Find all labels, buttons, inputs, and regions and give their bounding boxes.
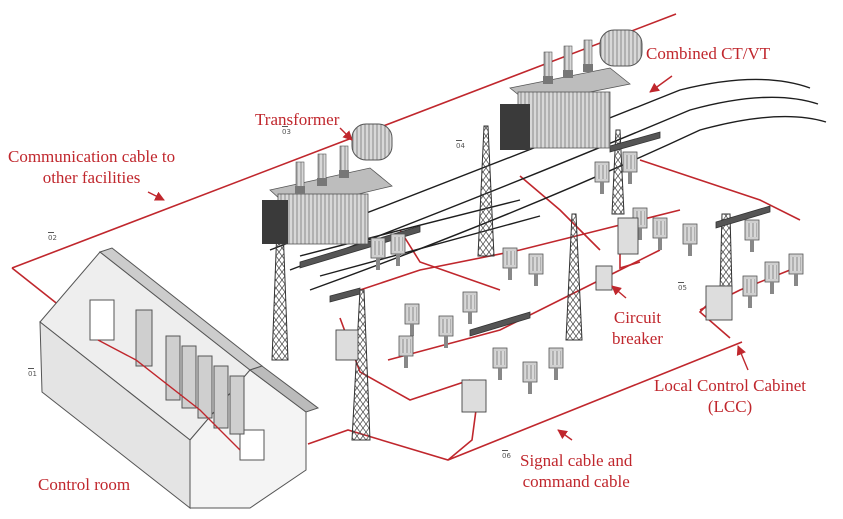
marker-05: 05 <box>678 284 687 292</box>
circuit-breaker-line-2: breaker <box>612 329 663 348</box>
lcc-cabinets <box>335 217 733 413</box>
switchgear-equipment <box>370 151 804 395</box>
marker-03: 03 <box>282 128 291 136</box>
lattice-towers <box>271 125 733 441</box>
marker-02: 02 <box>48 234 57 242</box>
transformer-unit-1 <box>262 123 393 245</box>
communication-cable-line-1: Communication cable to <box>8 147 176 166</box>
lcc-line-1: Local Control Cabinet <box>654 376 807 395</box>
circuit-breaker-line-1: Circuit <box>613 308 662 327</box>
circuit-breaker-label: Circuit breaker <box>612 307 663 349</box>
lcc-label: Local Control Cabinet (LCC) <box>654 375 806 417</box>
transformer-label: Transformer <box>255 110 340 129</box>
control-room-label: Control room <box>38 475 131 494</box>
signal-cable-line-2: command cable <box>522 472 630 491</box>
transformer-unit-2 <box>500 29 643 150</box>
lcc-line-2: (LCC) <box>707 397 753 416</box>
communication-cable-line-2: other facilities <box>42 168 141 187</box>
control-room-building <box>39 247 320 510</box>
communication-cable-label: Communication cable to other facilities <box>8 146 175 188</box>
label-arrows <box>147 75 749 441</box>
combined-ct-vt-label: Combined CT/VT <box>646 44 771 63</box>
marker-06: 06 <box>502 452 511 460</box>
signal-cable-label: Signal cable and command cable <box>520 450 632 492</box>
gantry-beams <box>299 131 771 337</box>
marker-01: 01 <box>28 370 37 378</box>
marker-04: 04 <box>456 142 465 150</box>
busbar-lines <box>269 78 827 291</box>
signal-cable-line-1: Signal cable and <box>520 451 633 470</box>
